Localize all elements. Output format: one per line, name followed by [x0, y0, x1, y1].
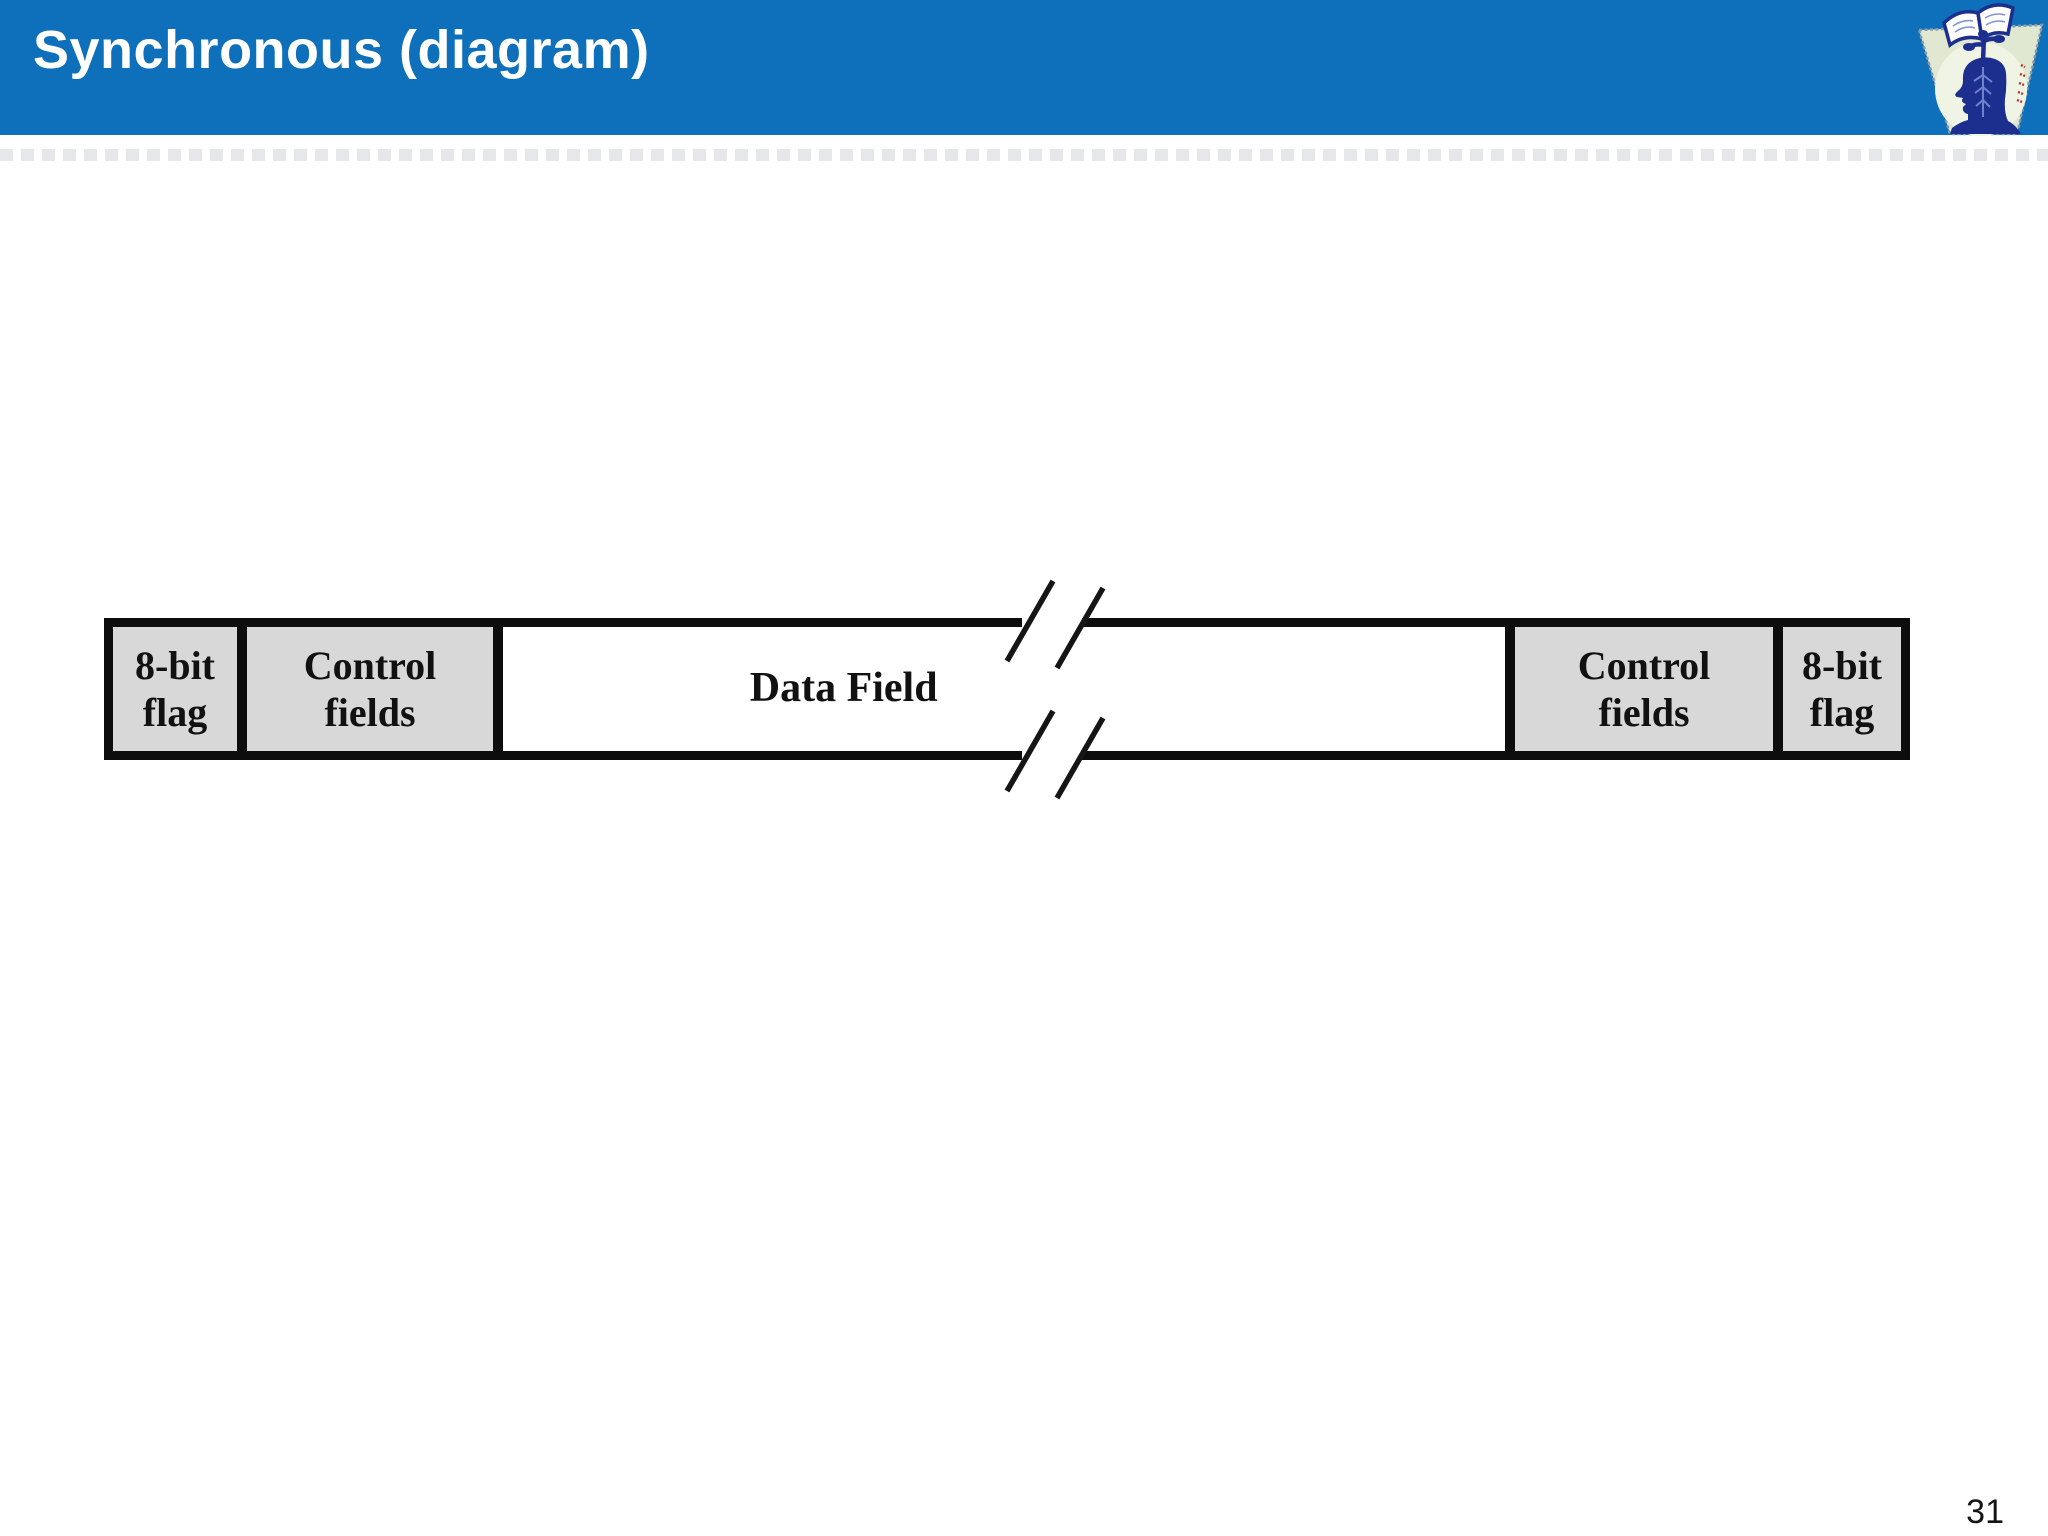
field-cell-control-right: Control fields	[1515, 627, 1773, 751]
field-label-line: 8-bit	[135, 642, 215, 688]
header-underline-strip	[0, 149, 2048, 161]
head-silhouette-icon	[1950, 57, 2021, 134]
root-lines	[1973, 67, 1993, 117]
field-label-line: flag	[1809, 690, 1875, 735]
field-label-line: fields	[1598, 690, 1690, 735]
field-label-line: Control	[1577, 642, 1711, 688]
field-label-line: fields	[324, 690, 416, 735]
field-label-line: Control	[303, 642, 437, 688]
page-title: Synchronous (diagram)	[33, 20, 650, 80]
header-bar: Synchronous (diagram)	[0, 0, 2048, 135]
field-cell-data-field: Data Field	[503, 627, 1505, 751]
field-cell-control-left: Control fields	[247, 627, 493, 751]
university-crest-logo	[1917, 3, 2044, 136]
field-label-line: Data Field	[749, 665, 938, 712]
tree-icon	[1963, 30, 2005, 62]
field-cell-start-flag: 8-bit flag	[113, 627, 237, 751]
open-book-icon	[1942, 3, 2015, 49]
field-cell-end-flag: 8-bit flag	[1783, 627, 1901, 751]
field-label-line: 8-bit	[1802, 642, 1882, 688]
sync-frame-diagram: 8-bit flag Control fields Data Field Con…	[104, 618, 1910, 760]
page-number: 31	[1966, 1493, 2004, 1531]
field-label-line: flag	[142, 690, 208, 735]
